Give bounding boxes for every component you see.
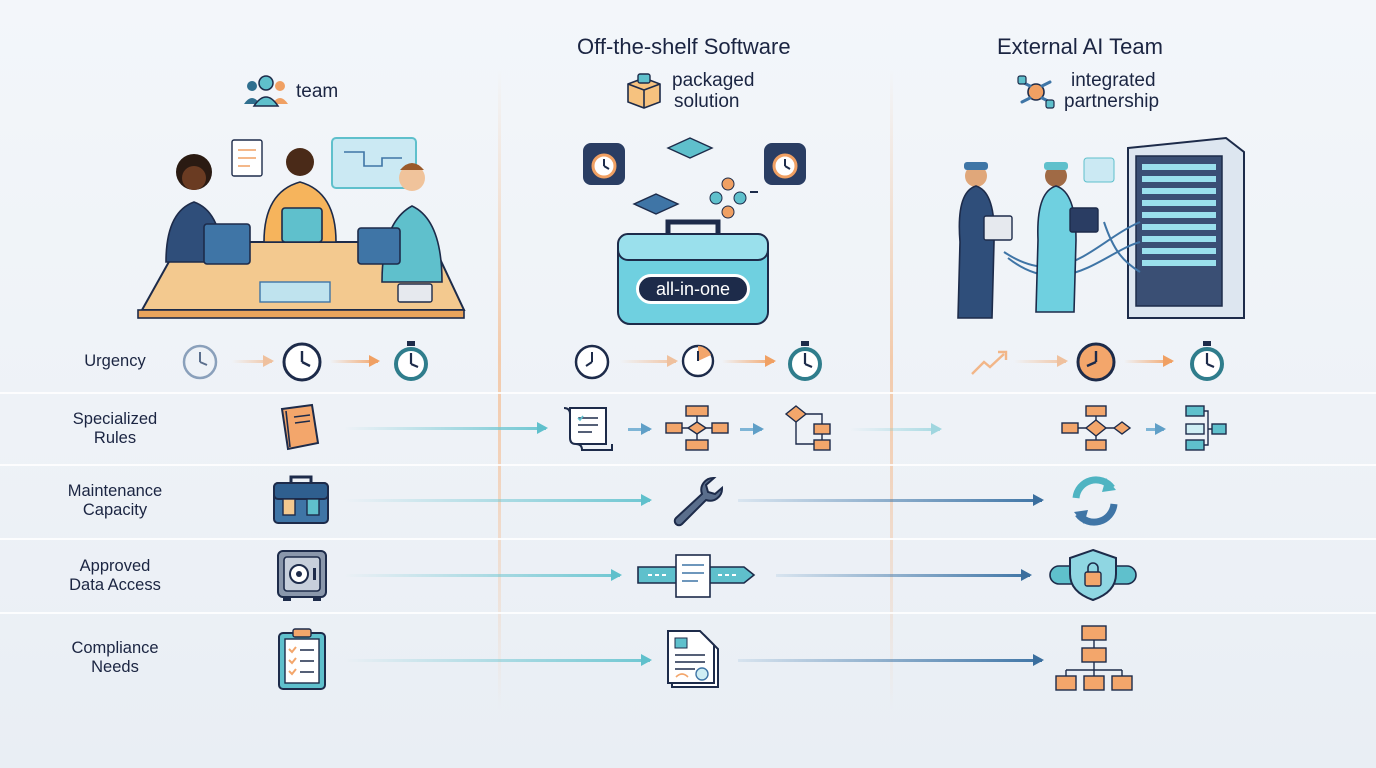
- box-icon: [627, 73, 661, 109]
- flowchart-icon: [784, 405, 831, 451]
- stopwatch-icon: [1190, 341, 1224, 381]
- engineers-server-illustration: [957, 136, 1245, 319]
- document-seal-icon: [667, 630, 719, 688]
- row-label-maintenance-capacity: Maintenance Capacity: [67, 482, 163, 519]
- row-label-compliance-needs: Compliance Needs: [71, 639, 159, 676]
- clipboard-checklist-icon: [278, 628, 326, 690]
- components-icon: [632, 137, 758, 219]
- clock-icon: [1076, 342, 1116, 382]
- briefcase-icon: [273, 475, 329, 524]
- urgency-arrow: [722, 355, 776, 367]
- right-column-subtitle-line2: partnership: [1064, 91, 1160, 112]
- urgency-arrow: [232, 355, 274, 367]
- row-label-specialized-rules: Specialized Rules: [72, 410, 158, 447]
- column-divider-left: [498, 70, 501, 710]
- org-chart-icon: [1055, 625, 1133, 691]
- stopwatch-icon: [394, 341, 428, 381]
- compliance-arrow: [344, 654, 652, 666]
- rules-arrow: [740, 423, 764, 435]
- middle-column-subtitle-line2: solution: [674, 91, 740, 112]
- toolbox-icon: [617, 219, 769, 325]
- left-column-subtitle: team: [296, 81, 339, 102]
- stopwatch-icon: [764, 143, 806, 185]
- data-access-arrow: [776, 569, 1032, 581]
- urgency-arrow: [620, 355, 678, 367]
- row-separator: [0, 392, 1376, 394]
- scroll-icon: [563, 407, 613, 451]
- urgency-arrow: [330, 355, 380, 367]
- maintenance-arrow: [344, 494, 652, 506]
- team-workbench-illustration: [137, 137, 466, 319]
- middle-column-subtitle-line1: packaged: [672, 70, 755, 91]
- secure-pipe-icon: [1049, 548, 1137, 602]
- right-column-title: External AI Team: [997, 34, 1163, 59]
- clock-icon: [182, 344, 218, 380]
- middle-column-title: Off-the-shelf Software: [577, 34, 791, 59]
- row-separator: [0, 464, 1376, 466]
- compliance-arrow: [738, 654, 1044, 666]
- all-in-one-badge: all-in-one: [636, 274, 750, 304]
- urgency-arrow: [1124, 355, 1174, 367]
- rules-arrow: [628, 423, 652, 435]
- team-icon: [244, 75, 288, 107]
- clock-icon: [681, 344, 715, 378]
- rules-arrow: [850, 423, 942, 435]
- row-separator: [0, 612, 1376, 614]
- flowchart-icon: [665, 405, 729, 451]
- wrench-icon: [673, 477, 723, 527]
- row-separator: [0, 538, 1376, 540]
- refresh-icon: [1072, 476, 1118, 526]
- right-column-subtitle-line1: integrated: [1071, 70, 1156, 91]
- workflow-icon: [1185, 405, 1227, 451]
- row-label-urgency: Urgency: [84, 352, 146, 370]
- stopwatch-icon: [788, 341, 822, 381]
- urgency-arrow: [1014, 355, 1068, 367]
- flowchart-icon: [1061, 405, 1132, 451]
- integration-icon: [1017, 75, 1055, 109]
- clock-icon: [282, 342, 322, 382]
- rules-arrow: [1146, 423, 1166, 435]
- data-access-arrow: [344, 569, 622, 581]
- safe-icon: [277, 550, 327, 601]
- rules-arrow: [344, 422, 548, 434]
- trend-up-arrow-icon: [971, 350, 1008, 375]
- stopwatch-icon: [583, 143, 625, 185]
- data-pipeline-icon: [637, 554, 756, 598]
- row-label-approved-data-access: Approved Data Access: [69, 557, 161, 594]
- column-divider-right: [890, 70, 893, 710]
- maintenance-arrow: [738, 494, 1044, 506]
- clock-icon: [574, 344, 610, 380]
- all-in-one-label: all-in-one: [655, 278, 731, 299]
- book-icon: [280, 403, 320, 451]
